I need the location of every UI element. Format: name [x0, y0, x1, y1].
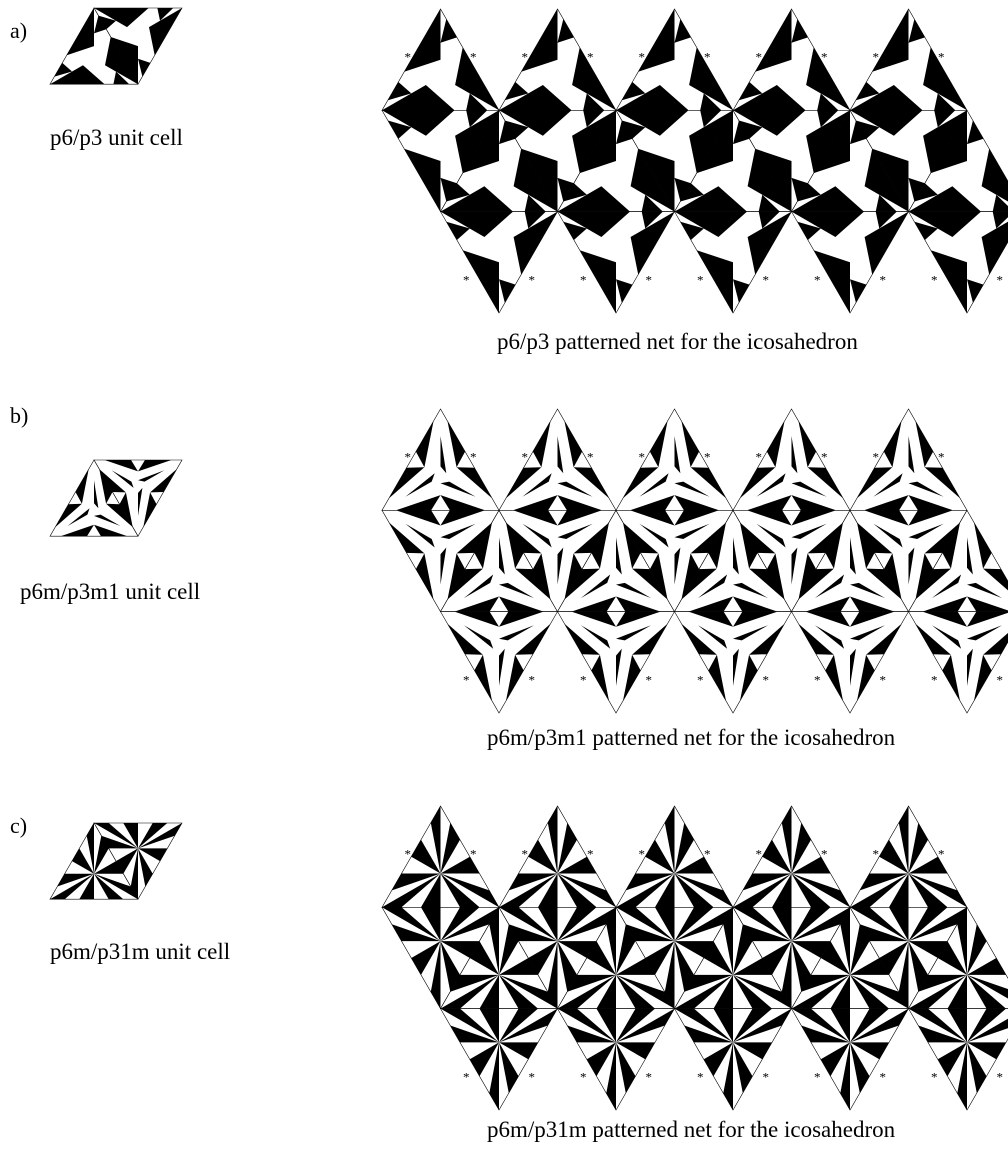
- edge-marker: *: [938, 50, 945, 65]
- net-caption-a: p6/p3 patterned net for the icosahedron: [497, 330, 858, 353]
- patterned-net-a: * * * * * * * * * * * * * * * * * * * *: [370, 5, 1008, 305]
- unit-cell-caption-a: p6/p3 unit cell: [50, 126, 183, 149]
- edge-marker: *: [521, 847, 528, 862]
- edge-marker: *: [646, 1070, 653, 1085]
- unit-cell-c: [40, 815, 240, 930]
- edge-marker: *: [872, 847, 879, 862]
- edge-marker: *: [931, 273, 938, 288]
- edge-marker: *: [938, 450, 945, 465]
- edge-marker: *: [755, 450, 762, 465]
- edge-marker: *: [821, 50, 828, 65]
- edge-marker: *: [704, 450, 711, 465]
- edge-marker: *: [404, 50, 411, 65]
- patterned-net-c: * * * * * * * * * * * * * * * * * * * *: [370, 802, 1008, 1102]
- edge-marker: *: [521, 50, 528, 65]
- edge-marker: *: [814, 673, 821, 688]
- edge-marker: *: [821, 450, 828, 465]
- unit-cell-caption-c: p6m/p31m unit cell: [50, 940, 230, 963]
- net-caption-b: p6m/p3m1 patterned net for the icosahedr…: [487, 726, 895, 749]
- edge-marker: *: [529, 673, 536, 688]
- edge-marker: *: [997, 673, 1004, 688]
- panel-label-b: b): [10, 405, 28, 427]
- edge-marker: *: [755, 847, 762, 862]
- unit-cell-a: [40, 0, 240, 115]
- net-caption-c: p6m/p31m patterned net for the icosahedr…: [487, 1118, 895, 1141]
- edge-marker: *: [638, 847, 645, 862]
- edge-marker: *: [587, 847, 594, 862]
- edge-marker: *: [997, 1070, 1004, 1085]
- edge-marker: *: [997, 273, 1004, 288]
- edge-marker: *: [697, 273, 704, 288]
- edge-marker: *: [763, 1070, 770, 1085]
- edge-marker: *: [529, 273, 536, 288]
- edge-marker: *: [470, 450, 477, 465]
- edge-marker: *: [872, 50, 879, 65]
- edge-marker: *: [404, 450, 411, 465]
- edge-marker: *: [587, 50, 594, 65]
- edge-marker: *: [872, 450, 879, 465]
- edge-marker: *: [931, 1070, 938, 1085]
- edge-marker: *: [470, 847, 477, 862]
- edge-marker: *: [580, 273, 587, 288]
- edge-marker: *: [646, 673, 653, 688]
- edge-marker: *: [587, 450, 594, 465]
- edge-marker: *: [814, 1070, 821, 1085]
- edge-marker: *: [938, 847, 945, 862]
- edge-marker: *: [697, 1070, 704, 1085]
- edge-marker: *: [646, 273, 653, 288]
- edge-marker: *: [404, 847, 411, 862]
- panel-label-a: a): [10, 20, 27, 42]
- edge-marker: *: [470, 50, 477, 65]
- edge-marker: *: [529, 1070, 536, 1085]
- edge-marker: *: [763, 673, 770, 688]
- edge-marker: *: [931, 673, 938, 688]
- edge-marker: *: [880, 1070, 887, 1085]
- edge-marker: *: [580, 1070, 587, 1085]
- edge-marker: *: [821, 847, 828, 862]
- edge-marker: *: [755, 50, 762, 65]
- edge-marker: *: [814, 273, 821, 288]
- edge-marker: *: [697, 673, 704, 688]
- edge-marker: *: [521, 450, 528, 465]
- edge-marker: *: [638, 50, 645, 65]
- edge-marker: *: [704, 50, 711, 65]
- edge-marker: *: [580, 673, 587, 688]
- unit-cell-b: [40, 452, 240, 567]
- unit-cell-caption-b: p6m/p3m1 unit cell: [20, 580, 200, 603]
- edge-marker: *: [463, 1070, 470, 1085]
- edge-marker: *: [763, 273, 770, 288]
- edge-marker: *: [704, 847, 711, 862]
- edge-marker: *: [638, 450, 645, 465]
- edge-marker: *: [880, 673, 887, 688]
- edge-marker: *: [463, 273, 470, 288]
- edge-marker: *: [880, 273, 887, 288]
- edge-marker: *: [463, 673, 470, 688]
- patterned-net-b: * * * * * * * * * * * * * * * * * * * *: [370, 405, 1008, 705]
- panel-label-c: c): [10, 815, 27, 837]
